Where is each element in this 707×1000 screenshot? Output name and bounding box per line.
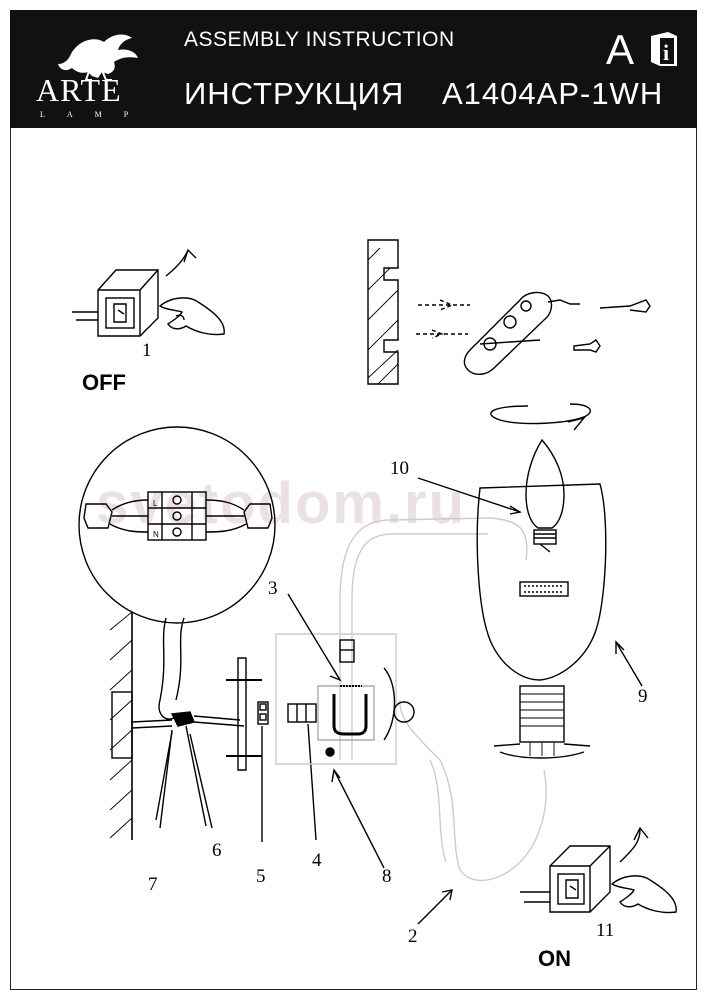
wiring-detail-circle xyxy=(78,426,276,624)
label-7: 7 xyxy=(148,874,158,895)
state-on: ON xyxy=(538,946,571,971)
griffin-logo-icon xyxy=(58,34,138,81)
candle-bulb-icon xyxy=(525,438,565,553)
label-1: 1 xyxy=(142,340,152,361)
svg-text:i: i xyxy=(663,40,669,65)
bracket-3 xyxy=(317,685,375,741)
info-book-icon: i xyxy=(651,32,677,66)
header-bar: ARTE LAMP ASSEMBLY INSTRUCTION ИНСТРУКЦИ… xyxy=(10,10,697,128)
wall-switch-off-icon xyxy=(72,248,225,337)
terminal-letter-l: L xyxy=(153,499,158,508)
wall-switch-on-icon xyxy=(520,826,677,914)
state-off: OFF xyxy=(82,370,126,395)
model-number: A1404AP-1WH xyxy=(442,76,664,111)
brand-subtext: LAMP xyxy=(40,110,151,119)
label-6: 6 xyxy=(212,840,222,861)
glass-shade xyxy=(476,483,607,759)
label-2: 2 xyxy=(408,926,418,947)
label-9: 9 xyxy=(638,686,648,707)
watermark: svetodom.ru xyxy=(96,471,467,536)
label-8: 8 xyxy=(382,866,392,887)
label-11: 11 xyxy=(596,920,615,941)
wall-drilling-diagram xyxy=(367,239,651,385)
label-10: 10 xyxy=(390,458,409,479)
label-5: 5 xyxy=(256,866,266,887)
title-english: ASSEMBLY INSTRUCTION xyxy=(184,28,455,51)
label-4: 4 xyxy=(312,850,322,871)
terminal-block-detail xyxy=(83,491,273,541)
title-russian: ИНСТРУКЦИЯ xyxy=(184,76,405,111)
brand-text: ARTE xyxy=(36,72,122,108)
language-letter: A xyxy=(606,26,635,73)
content-frame xyxy=(10,128,697,990)
label-3: 3 xyxy=(268,578,278,599)
terminal-letter-n: N xyxy=(153,530,159,539)
